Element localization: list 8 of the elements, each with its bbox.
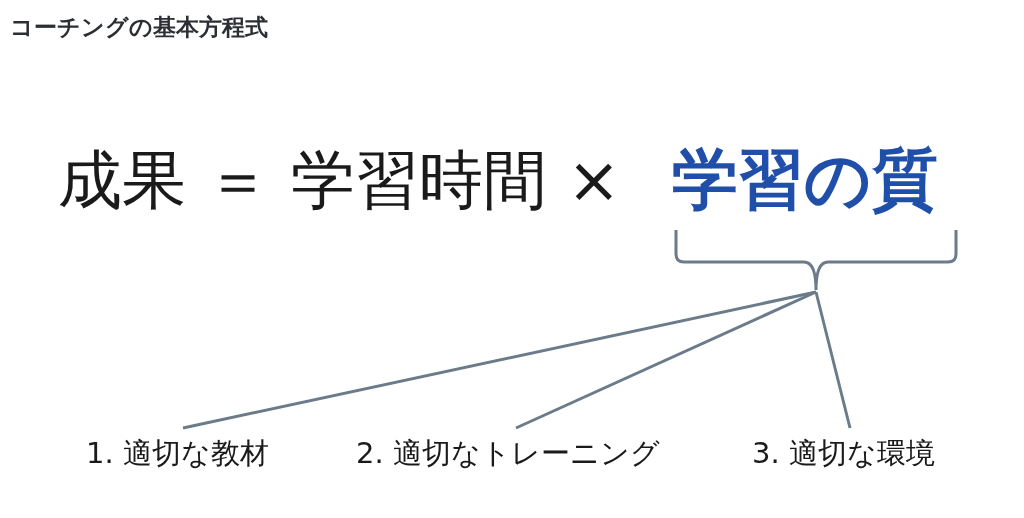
title: コーチングの基本方程式 <box>10 13 268 42</box>
leader-line <box>515 290 817 430</box>
list-item: 1. 適切な教材 <box>86 428 269 478</box>
highlighted-term: 学習の質 <box>672 140 938 220</box>
list-item: 3. 適切な環境 <box>752 428 935 478</box>
formula-text: 成果 ＝ 学習時間 × <box>58 142 621 219</box>
list-item: 2. 適切なトレーニング <box>356 428 660 478</box>
leader-line <box>814 291 852 429</box>
